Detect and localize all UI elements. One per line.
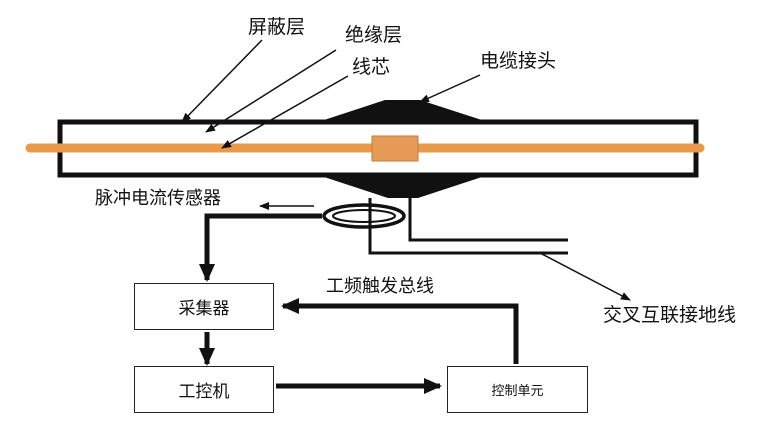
cable-joint-bottom — [318, 175, 488, 198]
collector-label: 采集器 — [178, 299, 230, 319]
insulation-leader — [205, 49, 337, 133]
pulse-sensor-ring — [322, 203, 406, 229]
ipc-label: 工控机 — [178, 382, 230, 402]
ground-leader — [539, 252, 631, 301]
pulse-sensor-label: 脉冲电流传感器 — [95, 188, 221, 209]
collector-box: 采集器 — [134, 283, 274, 330]
insulation-layer-label: 绝缘层 — [345, 24, 403, 46]
ground-wire-1 — [368, 198, 568, 255]
joint-sleeve — [371, 135, 419, 162]
control-unit-label: 控制单元 — [491, 384, 544, 399]
cross-bonding-ground-label: 交叉互联接地线 — [603, 304, 737, 326]
cable-joint-top — [318, 100, 488, 122]
trigger-bus-label: 工频触发总线 — [326, 276, 434, 297]
joint-leader — [419, 74, 481, 103]
core-label: 线芯 — [352, 56, 391, 78]
ipc-box: 工控机 — [134, 366, 274, 413]
cable-joint-label: 电缆接头 — [480, 50, 557, 72]
pulse-sensor-ring-inner — [332, 209, 396, 223]
shield-layer-label: 屏蔽层 — [248, 16, 306, 38]
shield-leader — [181, 39, 263, 123]
core-leader — [221, 75, 349, 149]
ground-wire-2 — [408, 198, 568, 242]
control-unit-box: 控制单元 — [447, 366, 588, 413]
trigger-bus-line — [281, 298, 519, 364]
sensor-to-collector-line — [199, 213, 322, 282]
